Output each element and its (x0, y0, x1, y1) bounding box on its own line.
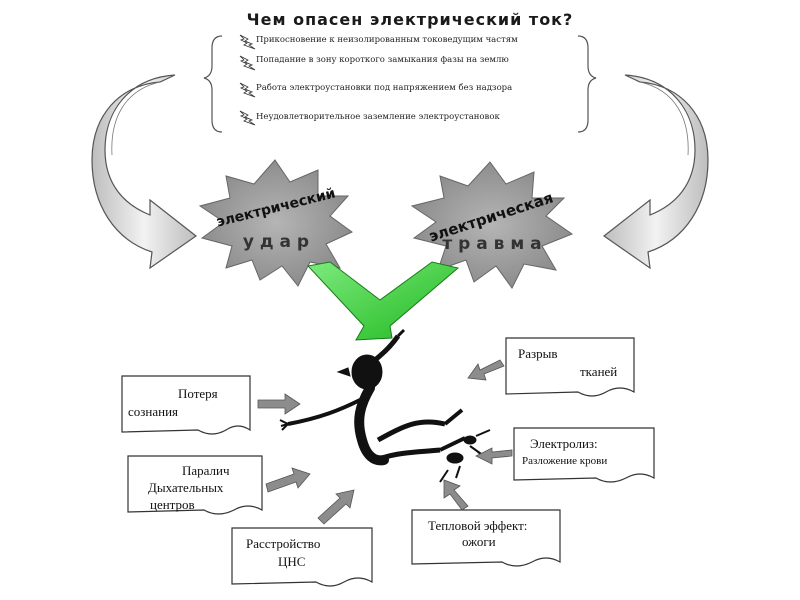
loss-label-2: сознания (128, 404, 179, 419)
arrow-cns (317, 489, 355, 525)
lightning-icon (239, 55, 256, 71)
green-arrow (307, 261, 460, 341)
lightning-icon (239, 110, 256, 126)
rupture-label-2: тканей (580, 364, 618, 379)
cause-item: Работа электроустановки под напряжением … (256, 83, 513, 93)
card-electrolysis (513, 427, 655, 483)
card-paralysis (127, 455, 263, 515)
paralysis-label-3: центров (150, 497, 195, 512)
thermal-label-2: ожоги (462, 534, 496, 549)
right-curved-arrow (602, 74, 709, 270)
trauma-starburst (410, 161, 574, 289)
cause-item: Неудовлетворительное заземление электроу… (256, 112, 500, 122)
arrow-loss (257, 393, 301, 415)
card-loss (121, 375, 251, 435)
arrow-rupture (467, 359, 505, 381)
paralysis-label-2: Дыхательных (148, 480, 224, 495)
cns-label-1: Расстройство (246, 536, 321, 551)
shock-bottom-label: у д а р (242, 232, 310, 252)
thermal-label-1: Тепловой эффект: (428, 518, 528, 533)
stick-figure (279, 328, 493, 483)
trauma-bottom-label: т р а в м а (442, 234, 542, 254)
electrolysis-label-2: Разложение крови (522, 455, 608, 467)
card-thermal (411, 509, 561, 567)
lightning-icon (239, 82, 256, 98)
card-rupture (505, 337, 635, 397)
right-brace (577, 35, 597, 133)
paralysis-label-1: Паралич (182, 463, 230, 478)
cns-label-2: ЦНС (278, 554, 306, 569)
arrow-paralysis (265, 467, 311, 493)
arrow-thermal (443, 479, 469, 511)
card-cns (231, 527, 373, 587)
lightning-icon (239, 34, 256, 50)
loss-label-1: Потеря (178, 386, 218, 401)
cause-item: Попадание в зону короткого замыкания фаз… (256, 55, 509, 65)
effect-cards (121, 337, 655, 587)
electrolysis-label-1: Электролиз: (530, 436, 598, 451)
arrow-electrolysis (475, 447, 513, 465)
effect-arrows (257, 359, 513, 525)
left-brace (203, 35, 223, 133)
shock-starburst (198, 159, 353, 287)
left-curved-arrow (91, 74, 198, 270)
rupture-label-1: Разрыв (518, 346, 558, 361)
page-title: Чем опасен электрический ток? (246, 10, 574, 29)
cause-item: Прикосновение к неизолированным токоведу… (256, 35, 518, 45)
